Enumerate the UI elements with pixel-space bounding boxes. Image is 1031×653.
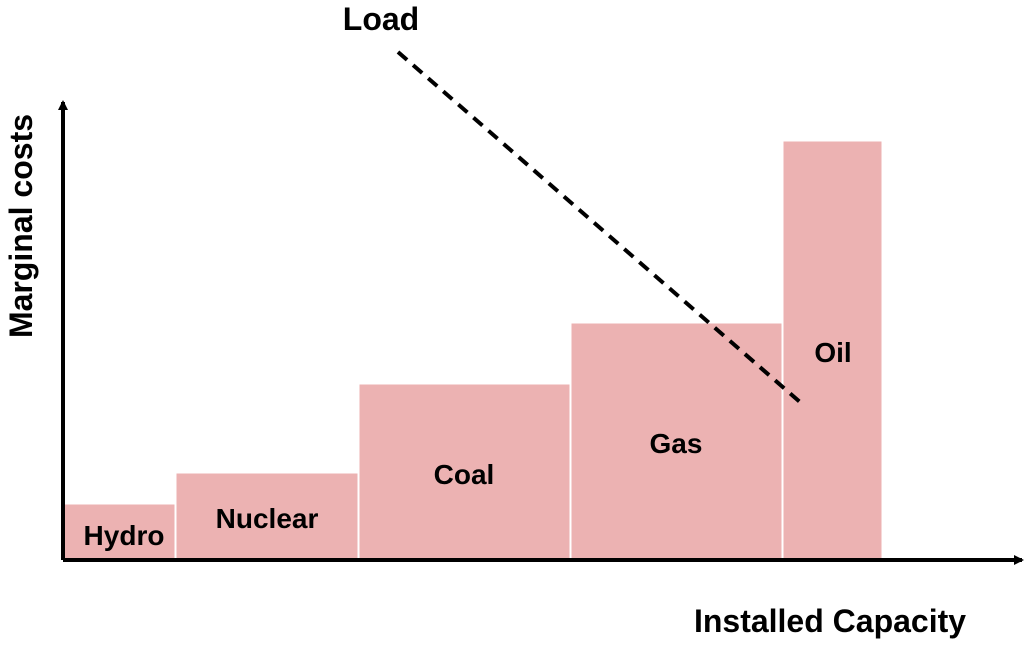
oil-label: Oil: [814, 337, 851, 368]
hydro-block: [62, 503, 176, 561]
nuclear-block: [175, 472, 359, 561]
nuclear-label: Nuclear: [216, 503, 319, 534]
load-line: [396, 50, 802, 404]
x-axis-label: Installed Capacity: [694, 603, 966, 639]
hydro-label: Hydro: [84, 520, 165, 551]
load-label: Load: [343, 1, 419, 37]
oil-block: [782, 140, 883, 561]
gas-label: Gas: [650, 428, 703, 459]
coal-label: Coal: [434, 459, 495, 490]
coal-block: [358, 383, 571, 561]
y-axis-label: Marginal costs: [3, 114, 39, 338]
gas-block: [570, 322, 783, 561]
